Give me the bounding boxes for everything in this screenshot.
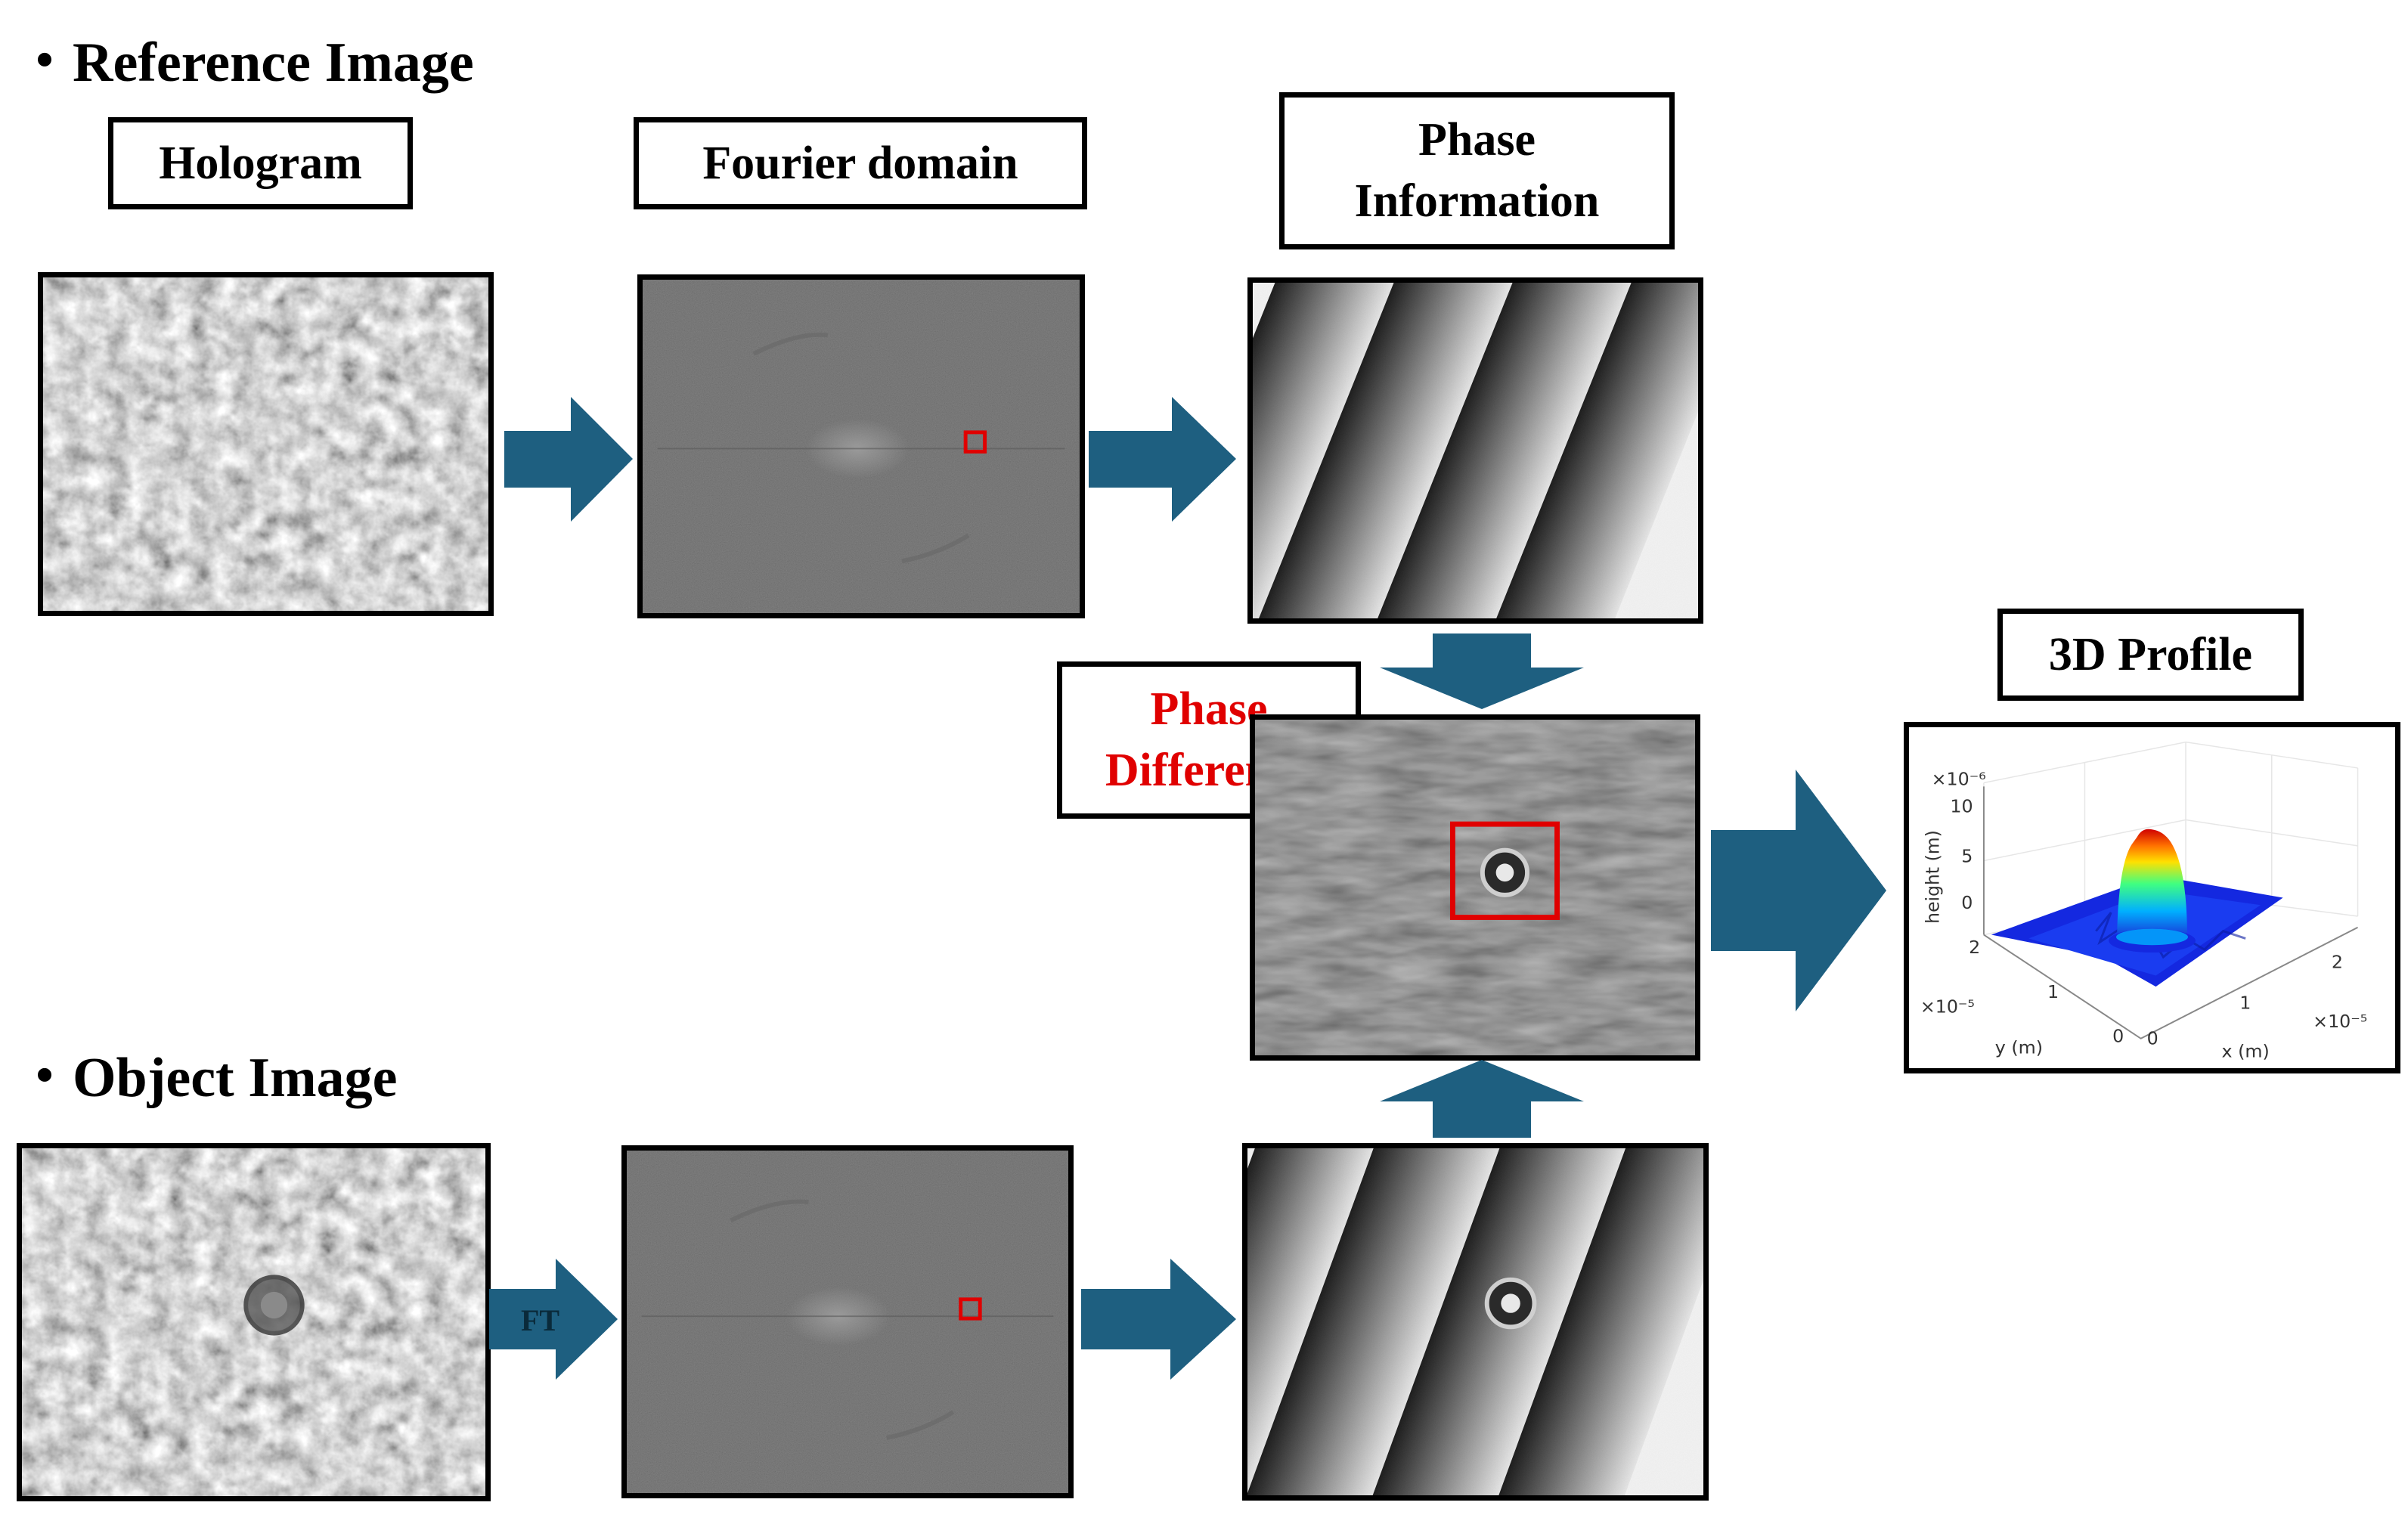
y-exponent-label: ×10⁻⁵: [1920, 996, 1975, 1018]
y-tick-0: 0: [2112, 1026, 2124, 1047]
phase-information-label-text: Phase Information: [1354, 114, 1600, 227]
y-tick-1: 1: [2047, 981, 2059, 1002]
z-tick-10: 10: [1950, 796, 1973, 817]
phase-difference-image: [1250, 714, 1700, 1061]
reference-phase-down-arrow: [1380, 633, 1584, 709]
hologram-to-fourier-arrow: [504, 397, 633, 522]
fourier-domain-label: Fourier domain: [634, 117, 1087, 209]
reference-fourier-image: [637, 274, 1085, 618]
hologram-label-text: Hologram: [159, 137, 362, 189]
reference-image-title: ・Reference Image: [17, 32, 474, 94]
object-hologram-image: [17, 1143, 491, 1501]
fourier-domain-label-text: Fourier domain: [702, 137, 1018, 189]
fourier-filter-box: [963, 430, 987, 454]
difference-to-3d-profile-arrow: [1711, 770, 1886, 1011]
reference-phase-image: [1247, 277, 1703, 624]
z-exponent-label: ×10⁻⁶: [1932, 769, 1986, 790]
z-axis-label: height (m): [1922, 830, 1943, 924]
x-axis-label: x (m): [2221, 1040, 2269, 1061]
3d-profile-plot: ×10⁻⁶ 10 5 0 height (m) 2 1 0 ×10⁻⁵ y (m…: [1904, 722, 2400, 1073]
y-axis-label: y (m): [1995, 1036, 2043, 1058]
x-tick-1: 1: [2239, 993, 2251, 1014]
object-phase-image: [1242, 1143, 1709, 1501]
y-tick-2: 2: [1969, 937, 1980, 958]
x-tick-0: 0: [2147, 1028, 2159, 1049]
hologram-label: Hologram: [108, 117, 413, 209]
z-tick-5: 5: [1961, 846, 1973, 867]
3d-profile-label: 3D Profile: [1997, 609, 2304, 701]
3d-profile-label-text: 3D Profile: [2048, 628, 2253, 680]
object-fourier-to-phase-arrow: [1081, 1259, 1236, 1380]
object-image-title: ・Object Image: [17, 1047, 398, 1109]
object-fourier-image: [621, 1145, 1074, 1498]
object-fourier-filter-box: [959, 1297, 982, 1321]
x-exponent-label: ×10⁻⁵: [2313, 1011, 2367, 1032]
ft-arrow: FT: [489, 1259, 618, 1380]
fourier-to-phase-arrow: [1089, 397, 1236, 522]
phase-difference-roi-box: [1449, 821, 1560, 920]
z-tick-0: 0: [1961, 892, 1973, 913]
phase-information-label: Phase Information: [1279, 92, 1675, 249]
object-phase-up-arrow: [1380, 1060, 1584, 1138]
reference-hologram-image: [38, 272, 494, 616]
x-tick-2: 2: [2332, 952, 2343, 973]
ft-arrow-label: FT: [521, 1303, 559, 1337]
